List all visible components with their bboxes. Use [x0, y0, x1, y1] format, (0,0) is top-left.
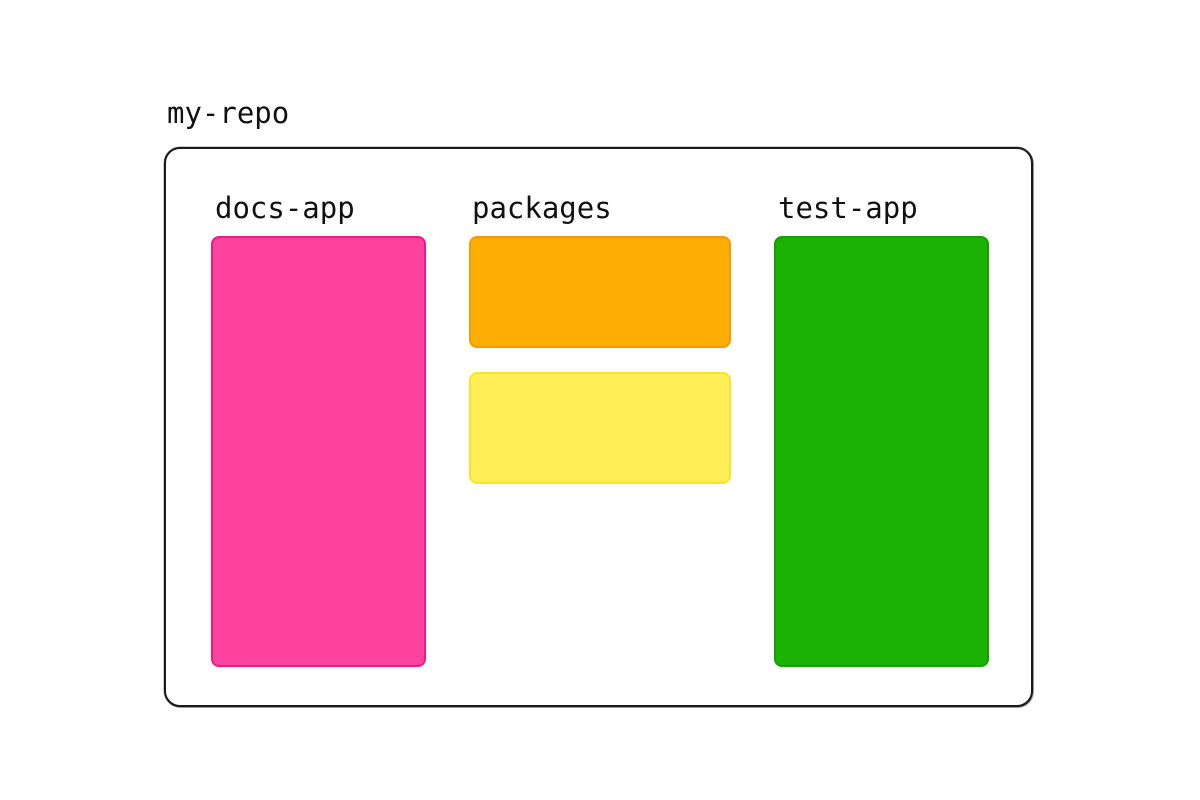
- package-block-yellow: [469, 372, 731, 484]
- docs-app-label: docs-app: [215, 191, 355, 225]
- packages-label: packages: [472, 191, 612, 225]
- docs-app-block: [211, 236, 426, 667]
- test-app-label: test-app: [778, 191, 918, 225]
- test-app-block: [774, 236, 989, 667]
- package-block-orange: [469, 236, 731, 348]
- repo-title: my-repo: [167, 96, 290, 130]
